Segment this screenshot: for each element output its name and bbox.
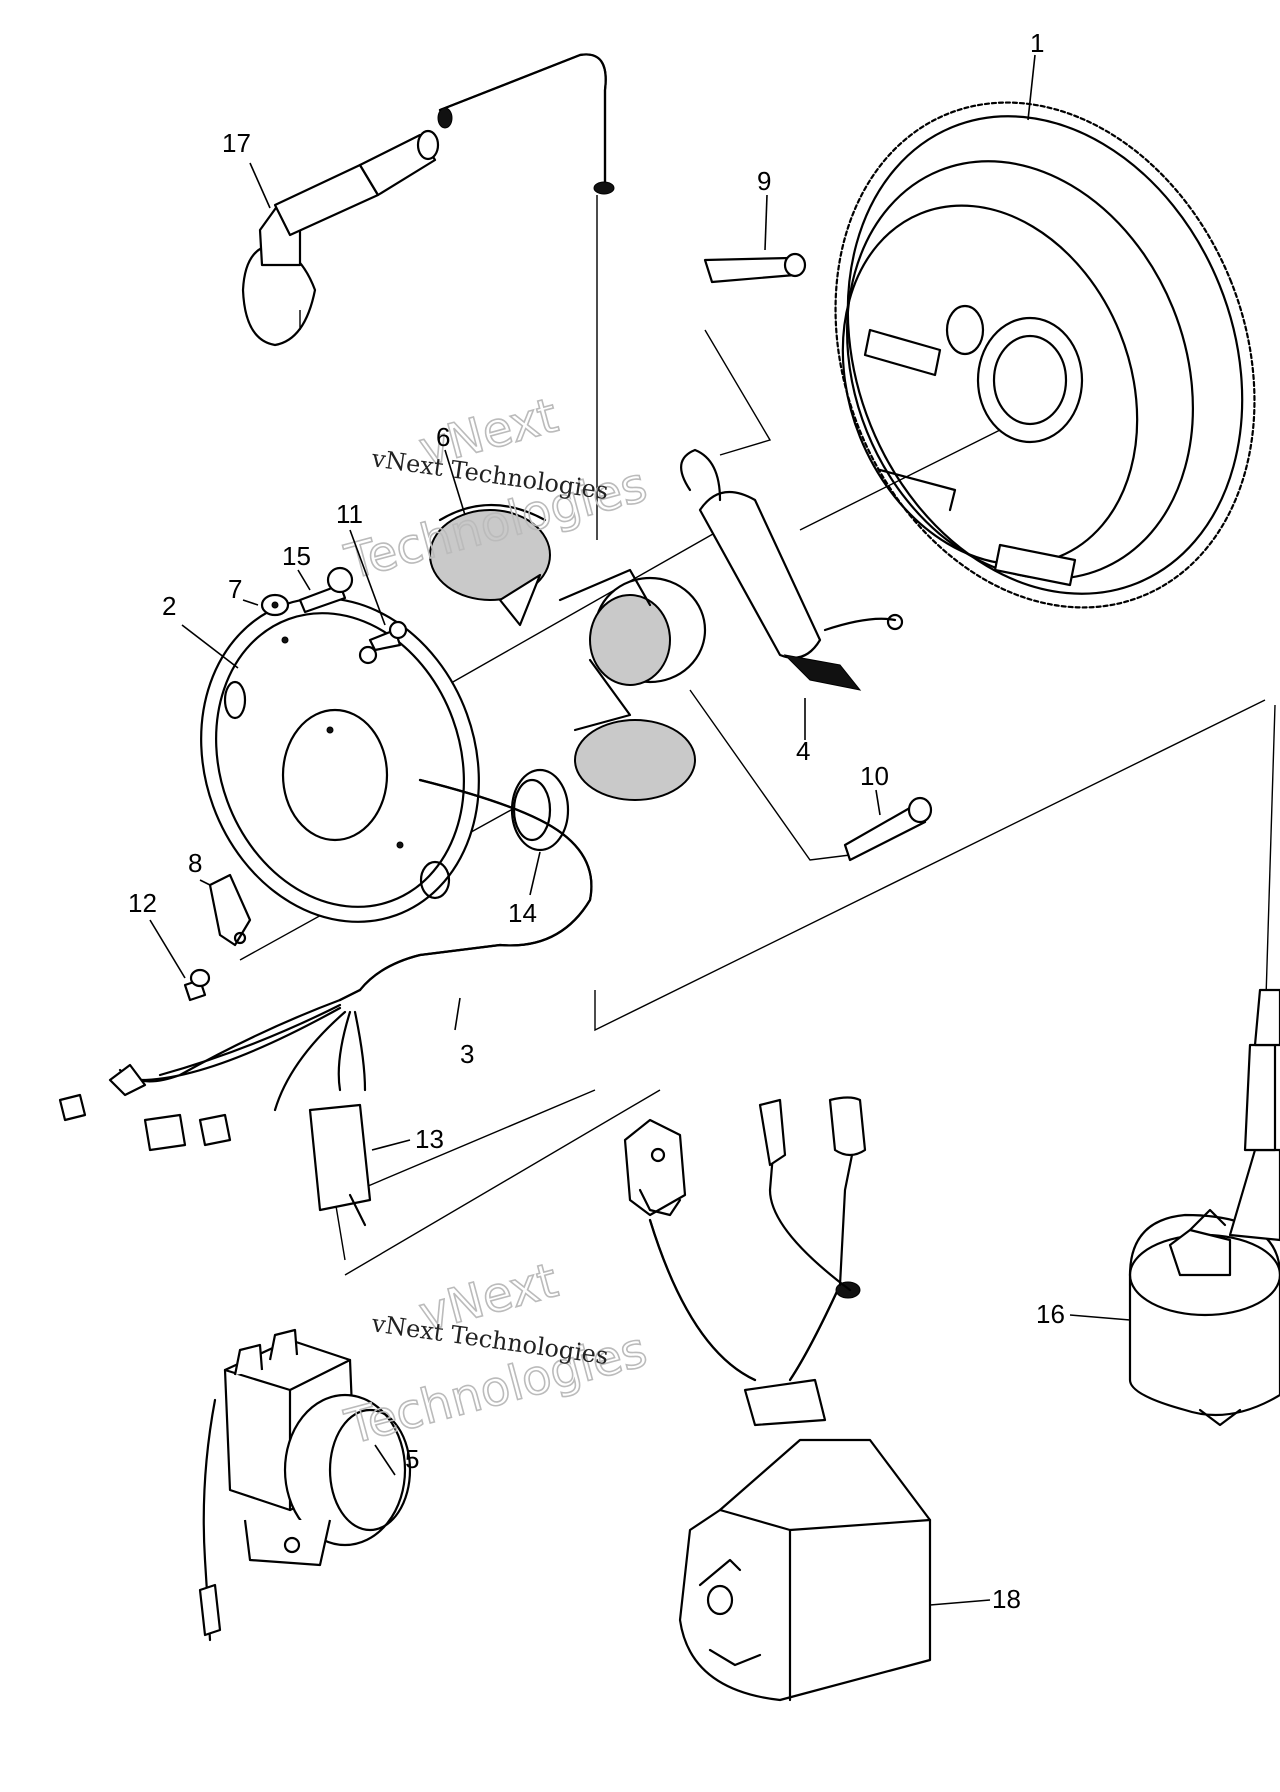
- callout-7: 7: [228, 574, 242, 604]
- callout-12: 12: [128, 888, 157, 918]
- callout-13: 13: [415, 1124, 444, 1154]
- grommet: [510, 768, 570, 852]
- callout-6: 6: [436, 422, 450, 452]
- wire-harness: [58, 778, 593, 1227]
- callout-4: 4: [796, 736, 810, 766]
- pulser-coil: [680, 448, 904, 691]
- screw-11: [358, 620, 408, 665]
- callout-8: 8: [188, 848, 202, 878]
- bolt-9: [703, 252, 807, 284]
- washer-7: [260, 593, 290, 617]
- callout-labels: 1 2 3 4 5 6 7 8 9 10 11 12 13 14 15 16 1…: [128, 28, 1065, 1614]
- callout-9: 9: [757, 166, 771, 196]
- wire-clamp: [208, 873, 252, 947]
- starter-solenoid: [198, 1328, 412, 1642]
- callout-2: 2: [162, 591, 176, 621]
- callout-10: 10: [860, 761, 889, 791]
- callout-16: 16: [1036, 1299, 1065, 1329]
- callout-17: 17: [222, 128, 251, 158]
- screw-12: [183, 968, 211, 1002]
- screw-15: [298, 566, 354, 614]
- callout-14: 14: [508, 898, 537, 928]
- stator-coils: [429, 504, 707, 801]
- callout-leaders: [149, 54, 1131, 1606]
- callout-15: 15: [282, 541, 311, 571]
- ignition-coil: [1128, 988, 1280, 1427]
- callout-5: 5: [405, 1444, 419, 1474]
- callout-18: 18: [992, 1584, 1021, 1614]
- stator-plate: [200, 597, 480, 923]
- bolt-10: [843, 796, 933, 862]
- callout-1: 1: [1030, 28, 1044, 58]
- callout-3: 3: [460, 1039, 474, 1069]
- callout-11: 11: [336, 499, 363, 529]
- spark-plug-cap: [241, 53, 615, 347]
- flywheel: [834, 101, 1256, 609]
- cdi-unit: [623, 1096, 932, 1702]
